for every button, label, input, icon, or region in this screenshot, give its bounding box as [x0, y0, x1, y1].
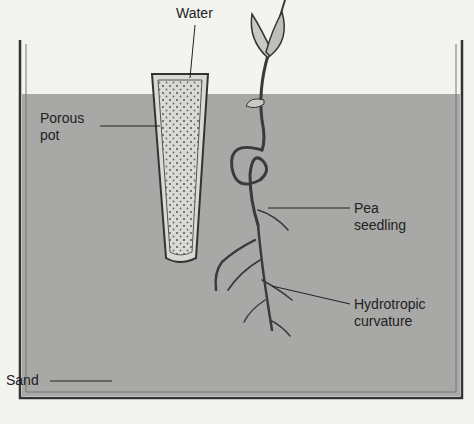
beaker: [20, 40, 462, 398]
pea-seedling: [216, 0, 292, 336]
leader-lines: [50, 25, 350, 381]
porous-pot: [152, 74, 208, 262]
sand-fill: [22, 94, 460, 396]
label-water: Water: [176, 5, 213, 22]
seedling-leaves: [246, 12, 284, 108]
pot-water: [158, 80, 202, 255]
label-hydrotropic: Hydrotropic curvature: [354, 296, 444, 330]
beaker-inner: [26, 44, 456, 392]
label-pea-seedling: Pea seedling: [354, 200, 414, 234]
label-sand: Sand: [6, 372, 39, 389]
label-porous-pot: Porous pot: [40, 110, 100, 144]
